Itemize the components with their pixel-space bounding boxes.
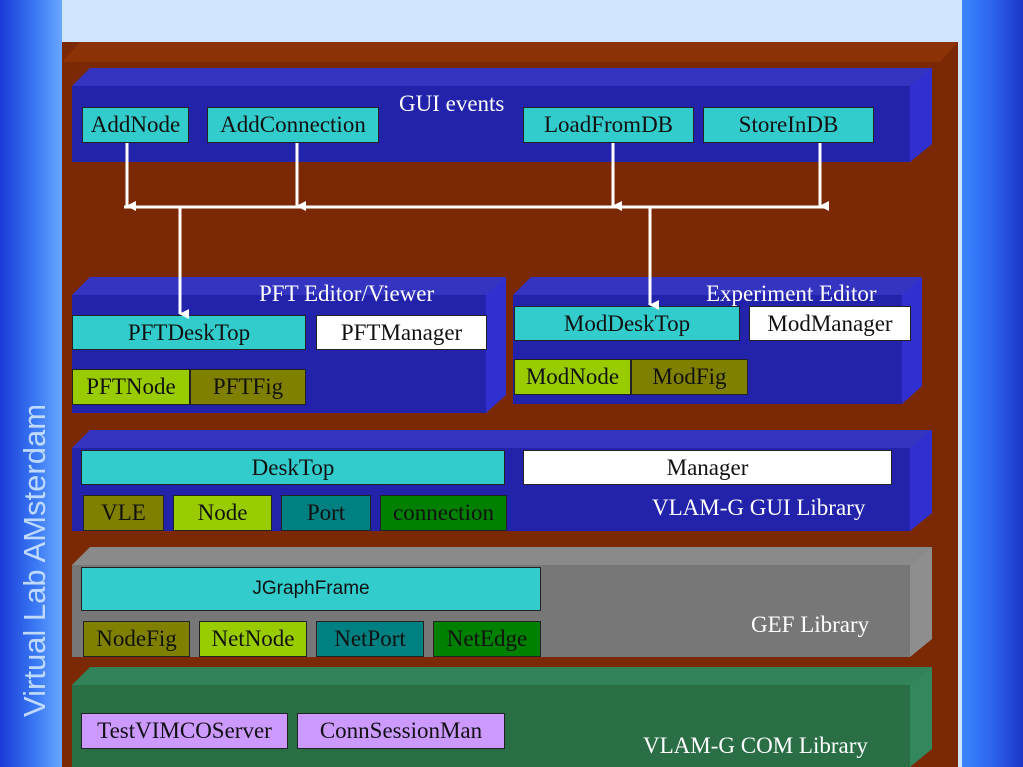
mod-desktop-box: ModDeskTop <box>514 306 740 341</box>
pft-manager-box: PFTManager <box>316 315 487 350</box>
vle-box: VLE <box>83 495 164 531</box>
pft-fig-box: PFTFig <box>190 369 306 405</box>
com-library-title: VLAM-G COM Library <box>643 733 868 758</box>
gef-library-title: GEF Library <box>751 612 870 637</box>
add-node-box: AddNode <box>82 107 189 143</box>
jgraph-frame-box: JGraphFrame <box>81 567 541 611</box>
architecture-frame-top <box>62 42 958 62</box>
mod-fig-box: ModFig <box>631 359 748 395</box>
connection-box: connection <box>380 495 507 531</box>
port-box: Port <box>281 495 371 531</box>
pft-desktop-box: PFTDeskTop <box>72 315 306 350</box>
left-sidebar <box>0 0 62 767</box>
right-sidebar <box>962 0 1023 767</box>
desktop-box: DeskTop <box>81 450 505 485</box>
gui-events-title: GUI events <box>399 91 505 116</box>
mod-manager-box: ModManager <box>749 306 911 341</box>
experiment-editor-title: Experiment Editor <box>706 281 877 306</box>
test-vimco-server-box: TestVIMCOServer <box>81 713 288 749</box>
add-connection-box: AddConnection <box>207 107 379 143</box>
pft-node-box: PFTNode <box>72 369 190 405</box>
node-box: Node <box>173 495 272 531</box>
load-from-db-box: LoadFromDB <box>523 107 694 143</box>
node-fig-box: NodeFig <box>83 621 190 657</box>
gui-library-title: VLAM-G GUI Library <box>652 495 866 520</box>
manager-box: Manager <box>523 450 892 485</box>
com-library-band <box>72 667 932 767</box>
mod-node-box: ModNode <box>514 359 631 395</box>
net-node-box: NetNode <box>199 621 307 657</box>
net-port-box: NetPort <box>316 621 424 657</box>
conn-session-man-box: ConnSessionMan <box>297 713 505 749</box>
store-in-db-box: StoreInDB <box>703 107 874 143</box>
net-edge-box: NetEdge <box>433 621 541 657</box>
pft-editor-title: PFT Editor/Viewer <box>259 281 435 306</box>
